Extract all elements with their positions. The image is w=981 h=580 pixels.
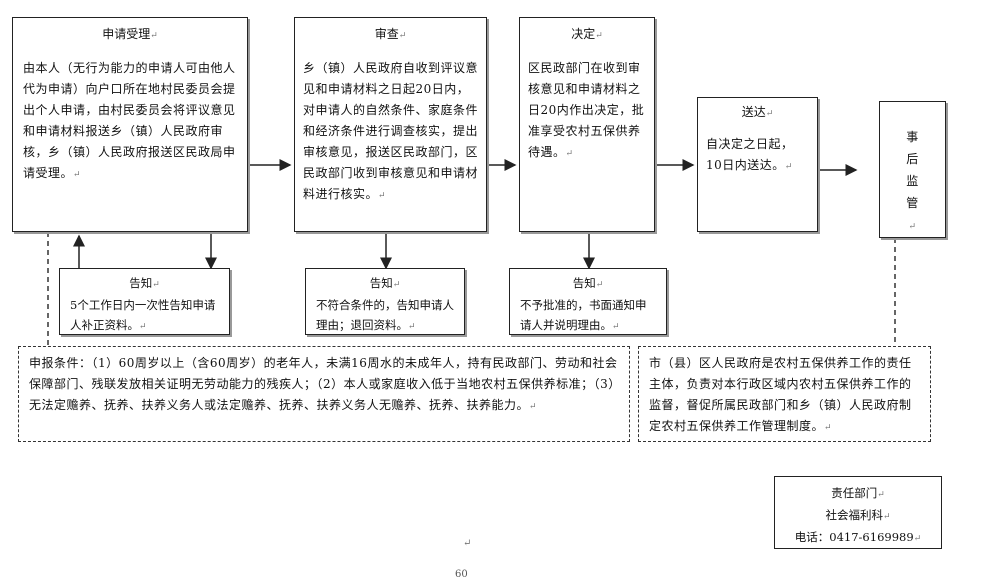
contact-phone: 电话：0417-6169989↵ [794, 530, 922, 544]
step-review-text: 乡（镇）人民政府自收到评议意见和申请材料之日起20日内，对申请人的自然条件、家庭… [303, 61, 479, 201]
responsibility-text: 市（县）区人民政府是农村五保供养工作的责任主体，负责对本行政区域内农村五保供养工… [649, 356, 912, 433]
contact-dept-label: 责任部门↵ [831, 486, 885, 500]
contact-dept: 社会福利科↵ [825, 508, 891, 522]
notice-decline-title: 告知↵ [572, 276, 604, 290]
stray-paragraph-mark: ↵ [463, 538, 472, 549]
notice-supplement-title: 告知↵ [129, 276, 160, 290]
notice-reject-text: 不符合条件的，告知申请人理由；退回资料。↵ [316, 298, 454, 332]
notice-reject-box: 告知↵ 不符合条件的，告知申请人理由；退回资料。↵ [305, 268, 465, 335]
step-accept-title: 申请受理↵ [102, 27, 158, 41]
step-accept-box: 申请受理↵ 由本人（无行为能力的申请人可由他人代为申请）向户口所在地村民委员会提… [12, 17, 248, 232]
notice-decline-box: 告知↵ 不予批准的，书面通知申请人并说明理由。↵ [509, 268, 667, 335]
step-supervision-box: 事后监管↵ [879, 101, 946, 238]
step-delivery-title: 送达↵ [741, 105, 774, 119]
step-decision-title: 决定↵ [571, 27, 603, 41]
step-delivery-text: 自决定之日起，10日内送达。↵ [706, 137, 794, 172]
responsibility-box: 市（县）区人民政府是农村五保供养工作的责任主体，负责对本行政区域内农村五保供养工… [638, 346, 931, 442]
conditions-box: 申报条件：（1）60周岁以上（含60周岁）的老年人，未满16周水的未成年人，持有… [18, 346, 630, 442]
step-accept-text: 由本人（无行为能力的申请人可由他人代为申请）向户口所在地村民委员会提出个人申请，… [23, 61, 236, 180]
step-delivery-box: 送达↵ 自决定之日起，10日内送达。↵ [697, 97, 818, 232]
step-review-title: 审查↵ [374, 27, 407, 41]
page-number: 60 [455, 569, 468, 580]
step-supervision-text: 事后监管↵ [906, 130, 919, 232]
conditions-text: 申报条件：（1）60周岁以上（含60周岁）的老年人，未满16周水的未成年人，持有… [29, 356, 618, 412]
notice-decline-text: 不予批准的，书面通知申请人并说明理由。↵ [520, 298, 647, 332]
step-review-box: 审查↵ 乡（镇）人民政府自收到评议意见和申请材料之日起20日内，对申请人的自然条… [294, 17, 487, 232]
contact-box: 责任部门↵ 社会福利科↵ 电话：0417-6169989↵ [774, 476, 942, 549]
step-decision-text: 区民政部门在收到审核意见和申请材料之日20内作出决定，批准享受农村五保供养待遇。… [528, 61, 645, 159]
notice-supplement-box: 告知↵ 5个工作日内一次性告知申请人补正资料。↵ [59, 268, 230, 335]
step-decision-box: 决定↵ 区民政部门在收到审核意见和申请材料之日20内作出决定，批准享受农村五保供… [519, 17, 655, 232]
notice-reject-title: 告知↵ [369, 276, 401, 290]
notice-supplement-text: 5个工作日内一次性告知申请人补正资料。↵ [70, 298, 216, 332]
